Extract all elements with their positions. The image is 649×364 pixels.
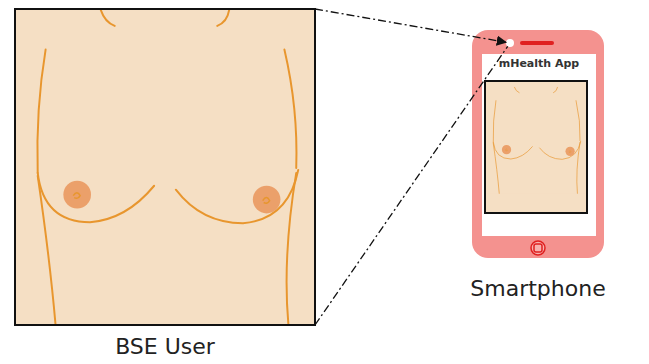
app-screen: mHealth App: [482, 54, 596, 236]
smartphone-body: Smartphone mHealth App: [472, 30, 604, 258]
view-line: [315, 9, 506, 42]
torso-illustration: [16, 10, 314, 324]
node-caption: BSE User: [0, 334, 354, 359]
node-caption: Smartphone: [432, 276, 644, 301]
user-frame: BSE User: [14, 8, 316, 326]
view-line: [315, 46, 508, 325]
screen-title: mHealth App: [482, 57, 596, 70]
camera-preview: [484, 80, 588, 214]
